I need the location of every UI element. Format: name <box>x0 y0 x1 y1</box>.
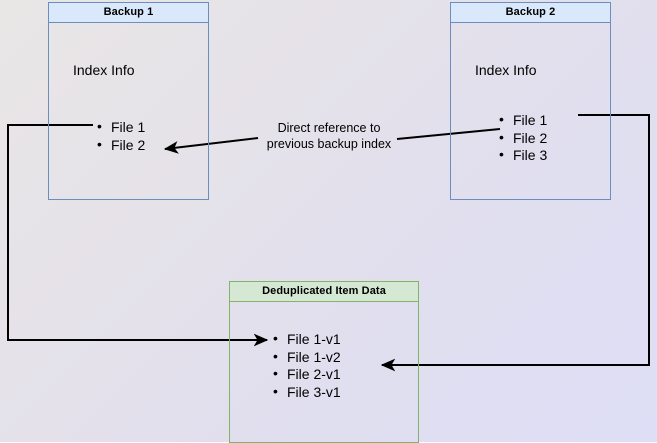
deduplicated-item-data-box[interactable]: Deduplicated Item Data File 1-v1 File 1-… <box>229 281 419 443</box>
list-item[interactable]: File 1-v2 <box>273 348 341 367</box>
list-item[interactable]: File 3-v1 <box>273 383 341 402</box>
list-item[interactable]: File 2 <box>97 136 145 155</box>
backup-2-file-list: File 1 File 2 File 3 <box>499 111 547 165</box>
backup-2-box[interactable]: Backup 2 Index Info File 1 File 2 File 3 <box>450 2 611 200</box>
direct-reference-label-line-1: Direct reference to <box>277 121 381 135</box>
list-item[interactable]: File 1 <box>499 111 547 130</box>
list-item[interactable]: File 1-v1 <box>273 330 341 349</box>
list-item[interactable]: File 1 <box>97 118 145 137</box>
backup-1-file-list: File 1 File 2 <box>97 118 145 155</box>
deduplicated-item-data-header: Deduplicated Item Data <box>230 282 418 302</box>
deduplicated-item-data-body: File 1-v1 File 1-v2 File 2-v1 File 3-v1 <box>230 302 418 442</box>
backup-1-body: Index Info File 1 File 2 <box>49 23 208 199</box>
list-item[interactable]: File 3 <box>499 146 547 165</box>
backup-1-header: Backup 1 <box>49 3 208 23</box>
backup-2-header: Backup 2 <box>451 3 610 23</box>
list-item[interactable]: File 2 <box>499 129 547 148</box>
backup-1-box[interactable]: Backup 1 Index Info File 1 File 2 <box>48 2 209 200</box>
backup-2-body: Index Info File 1 File 2 File 3 <box>451 23 610 199</box>
backup-1-index-label: Index Info <box>73 62 135 78</box>
backup-2-index-label: Index Info <box>475 62 537 78</box>
list-item[interactable]: File 2-v1 <box>273 365 341 384</box>
direct-reference-label: Direct reference to previous backup inde… <box>258 120 400 152</box>
direct-reference-label-line-2: previous backup index <box>266 137 392 151</box>
deduplicated-file-list: File 1-v1 File 1-v2 File 2-v1 File 3-v1 <box>273 330 341 402</box>
